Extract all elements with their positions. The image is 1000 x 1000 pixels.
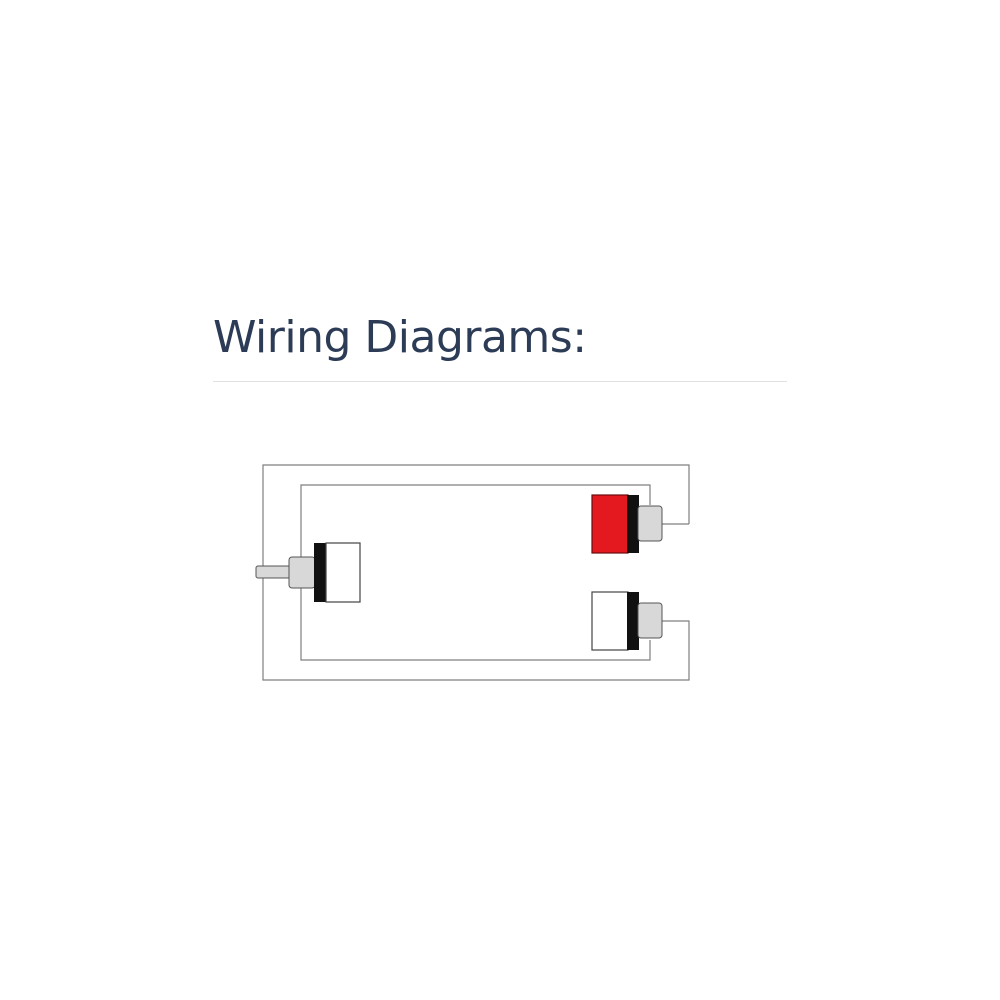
red-rca-plug-icon (591, 494, 663, 554)
single-rca-plug-icon (255, 542, 361, 603)
white-rca-plug-icon (591, 591, 663, 651)
plug-pin (255, 565, 291, 579)
plug-collar (627, 495, 639, 553)
outer-wire (262, 464, 690, 681)
plug-tip (288, 556, 316, 589)
plug-body (591, 494, 629, 554)
plug-body (591, 591, 629, 651)
section-title: Wiring Diagrams: (213, 312, 587, 363)
plug-tip (637, 505, 663, 542)
section-divider (213, 381, 787, 382)
plug-body (325, 542, 361, 603)
plug-collar (314, 543, 326, 602)
plug-tip (637, 602, 663, 639)
plug-collar (627, 592, 639, 650)
